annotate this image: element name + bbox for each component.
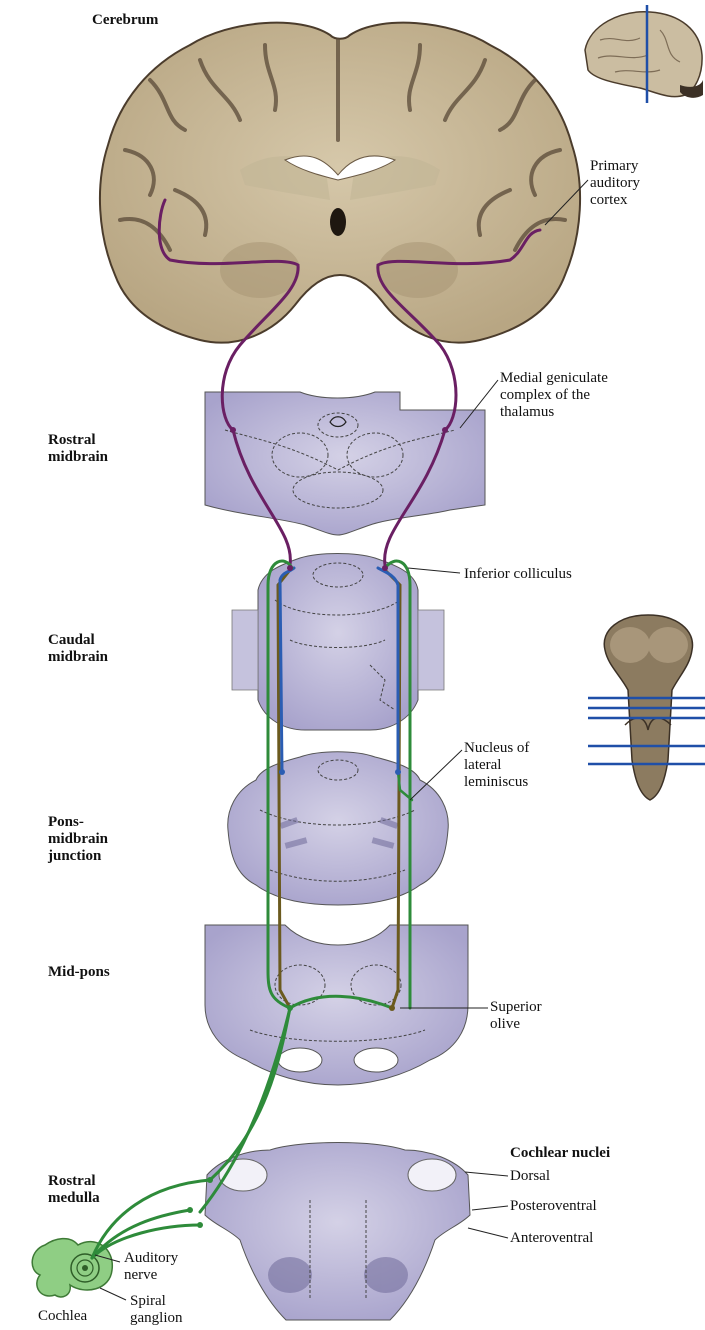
label-cochlear-nuclei: Cochlear nuclei [510, 1145, 610, 1162]
label-auditory-nerve: Auditory nerve [124, 1250, 178, 1284]
label-inferior-colliculus: Inferior colliculus [464, 566, 572, 583]
label-mid-pons: Mid-pons [48, 964, 110, 981]
label-anteroventral: Anteroventral [510, 1230, 593, 1247]
pons-midbrain-junction-section [228, 752, 449, 905]
label-rostral-medulla: Rostral medulla [48, 1173, 100, 1207]
label-rostral-midbrain: Rostral midbrain [48, 432, 108, 466]
mid-pons-section [205, 925, 468, 1085]
label-nucleus-lateral-lemniscus: Nucleus of lateral leminiscus [464, 740, 529, 791]
inset-brainstem-icon [588, 615, 705, 800]
label-pons-midbrain-junction: Pons- midbrain junction [48, 814, 108, 865]
label-superior-olive: Superior olive [490, 999, 542, 1033]
label-caudal-midbrain: Caudal midbrain [48, 632, 108, 666]
rostral-medulla-section [205, 1143, 470, 1321]
label-spiral-ganglion: Spiral ganglion [130, 1293, 183, 1327]
cerebrum-section [100, 23, 580, 343]
label-dorsal: Dorsal [510, 1168, 550, 1185]
label-cerebrum: Cerebrum [92, 12, 158, 29]
rostral-midbrain-section [205, 392, 485, 535]
label-cochlea: Cochlea [38, 1308, 87, 1325]
label-medial-geniculate: Medial geniculate complex of the thalamu… [500, 370, 608, 421]
caudal-midbrain-section [232, 554, 444, 731]
label-posteroventral: Posteroventral [510, 1198, 597, 1215]
inset-lateral-brain-icon [585, 5, 703, 103]
label-primary-auditory-cortex: Primary auditory cortex [590, 158, 640, 209]
